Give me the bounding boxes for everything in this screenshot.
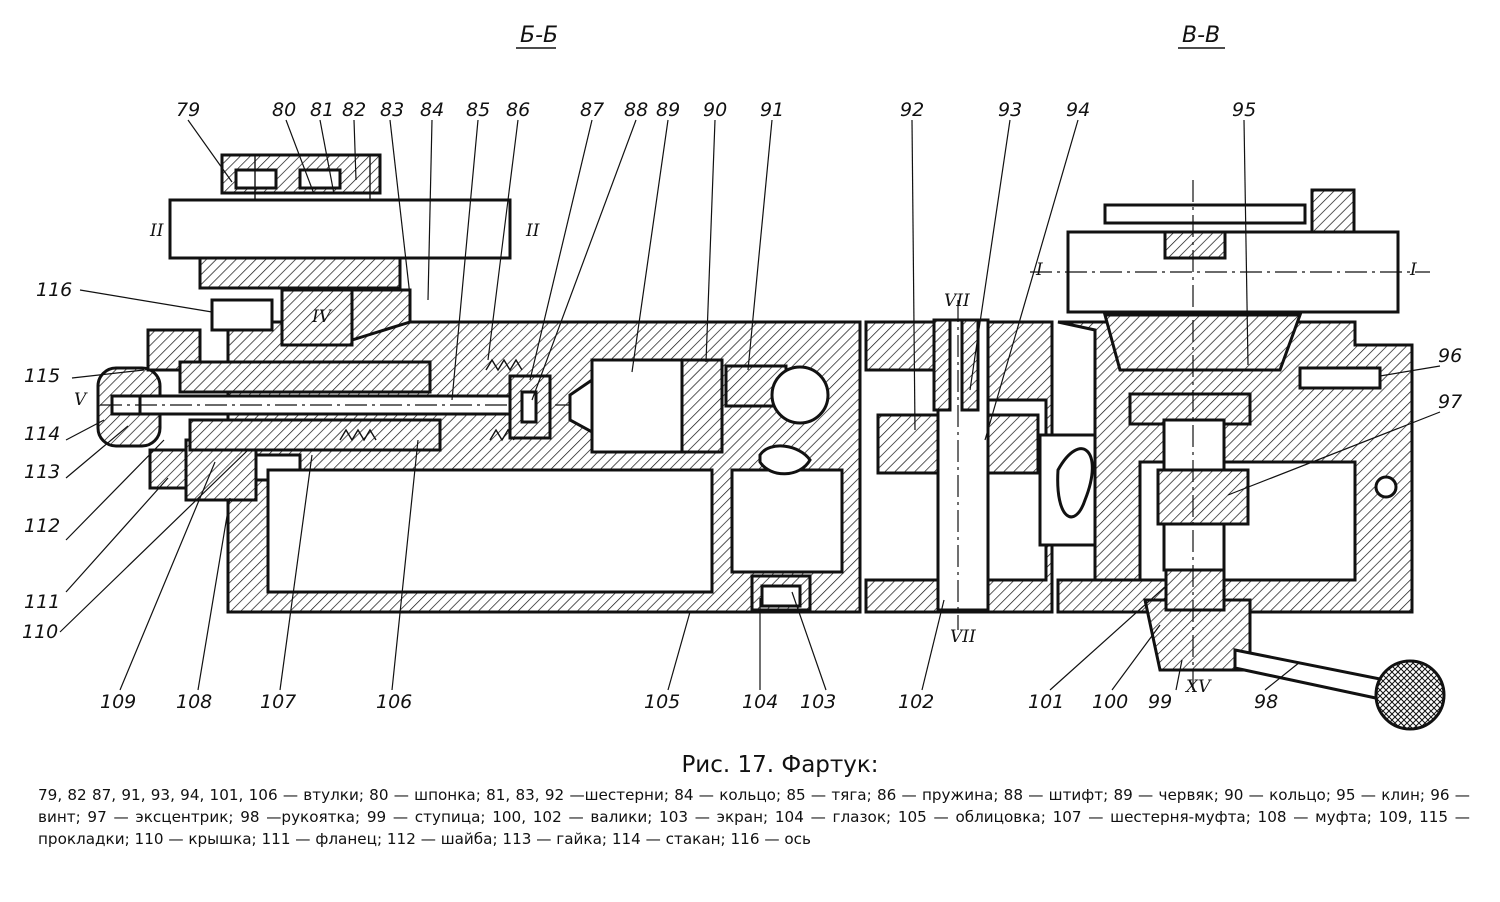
callout-109: 109 — [100, 691, 136, 713]
callout-112: 112 — [24, 515, 60, 537]
spring-86 — [339, 428, 377, 442]
axis-label-i-right: I — [1409, 260, 1417, 280]
callout-91: 91 — [760, 99, 784, 121]
section-label-v: В-В — [1182, 23, 1220, 48]
callout-100: 100 — [1092, 691, 1128, 713]
callout-102: 102 — [898, 691, 934, 713]
bushing-94 — [960, 318, 980, 412]
handle-ball — [1374, 659, 1446, 731]
axis-label-ii-right: II — [525, 221, 540, 241]
screw-96 — [1298, 366, 1382, 390]
callout-114: 114 — [24, 423, 60, 445]
eccentric-97 — [1156, 468, 1250, 526]
axis-label-v: V — [74, 390, 88, 410]
callout-116: 116 — [36, 279, 72, 301]
callout-97: 97 — [1438, 391, 1462, 413]
axis-label-iv: IV — [311, 307, 333, 327]
callout-104: 104 — [742, 691, 778, 713]
callout-88: 88 — [624, 99, 648, 121]
bushing-106-top — [178, 360, 432, 394]
axis-label-vii-bottom: VII — [950, 627, 976, 647]
lower-bushing-block — [198, 256, 402, 290]
handle-knob — [770, 365, 830, 425]
callout-86: 86 — [506, 99, 530, 121]
axle-116 — [210, 298, 274, 332]
shaft-ii — [168, 198, 512, 260]
bushing-101 — [1164, 568, 1226, 612]
callout-83: 83 — [380, 99, 404, 121]
callout-113: 113 — [24, 461, 60, 483]
axis-label-i-left: I — [1035, 260, 1043, 280]
worm-89 — [590, 358, 684, 454]
callout-108: 108 — [176, 691, 212, 713]
section-label-b: Б-Б — [520, 23, 558, 48]
callout-79: 79 — [176, 99, 200, 121]
callout-numbers: 79 80 81 82 83 84 85 86 87 88 89 90 91 9… — [22, 99, 1462, 713]
callout-99: 99 — [1148, 691, 1172, 713]
callout-95: 95 — [1232, 99, 1256, 121]
callout-96: 96 — [1438, 345, 1462, 367]
callout-90: 90 — [703, 99, 727, 121]
callout-82: 82 — [342, 99, 366, 121]
callout-leaders — [59, 119, 1441, 691]
bushing-93 — [932, 318, 952, 412]
callout-92: 92 — [900, 99, 924, 121]
callout-93: 93 — [998, 99, 1022, 121]
callout-107: 107 — [260, 691, 296, 713]
callout-115: 115 — [24, 365, 60, 387]
callout-101: 101 — [1028, 691, 1064, 713]
section-v-v — [1030, 180, 1446, 731]
figure-caption: Рис. 17. Фартук: 79, 82 87, 91, 93, 94, … — [0, 752, 1500, 850]
callout-89: 89 — [656, 99, 680, 121]
gasket-115 — [146, 328, 202, 372]
callout-87: 87 — [580, 99, 604, 121]
callout-81: 81 — [310, 99, 334, 121]
axis-label-xv: XV — [1184, 677, 1212, 697]
callout-94: 94 — [1066, 99, 1090, 121]
ring-84 — [350, 288, 412, 343]
callout-85: 85 — [466, 99, 490, 121]
callout-98: 98 — [1254, 691, 1278, 713]
casing-cavity — [266, 468, 714, 594]
callout-84: 84 — [420, 99, 444, 121]
callout-111: 111 — [24, 591, 60, 613]
callout-106: 106 — [376, 691, 412, 713]
section-b-b — [96, 153, 862, 614]
gear-83 — [280, 288, 354, 347]
rack-teeth — [1163, 230, 1227, 260]
ring-90 — [680, 358, 724, 454]
figure-title: Рис. 17. Фартук: — [681, 752, 879, 778]
callout-110: 110 — [22, 621, 58, 643]
bushing-106-bottom — [188, 418, 442, 452]
figure-legend: 79, 82 87, 91, 93, 94, 101, 106 — втулки… — [38, 786, 1470, 848]
eye-104 — [760, 584, 802, 608]
apron-section-drawing: Б-Б В-В — [22, 23, 1462, 731]
callout-103: 103 — [800, 691, 836, 713]
axis-label-vii-top: VII — [944, 291, 970, 311]
gib-95 — [1103, 313, 1303, 372]
axis-label-ii-left: II — [149, 221, 164, 241]
callout-105: 105 — [644, 691, 680, 713]
callout-80: 80 — [272, 99, 296, 121]
